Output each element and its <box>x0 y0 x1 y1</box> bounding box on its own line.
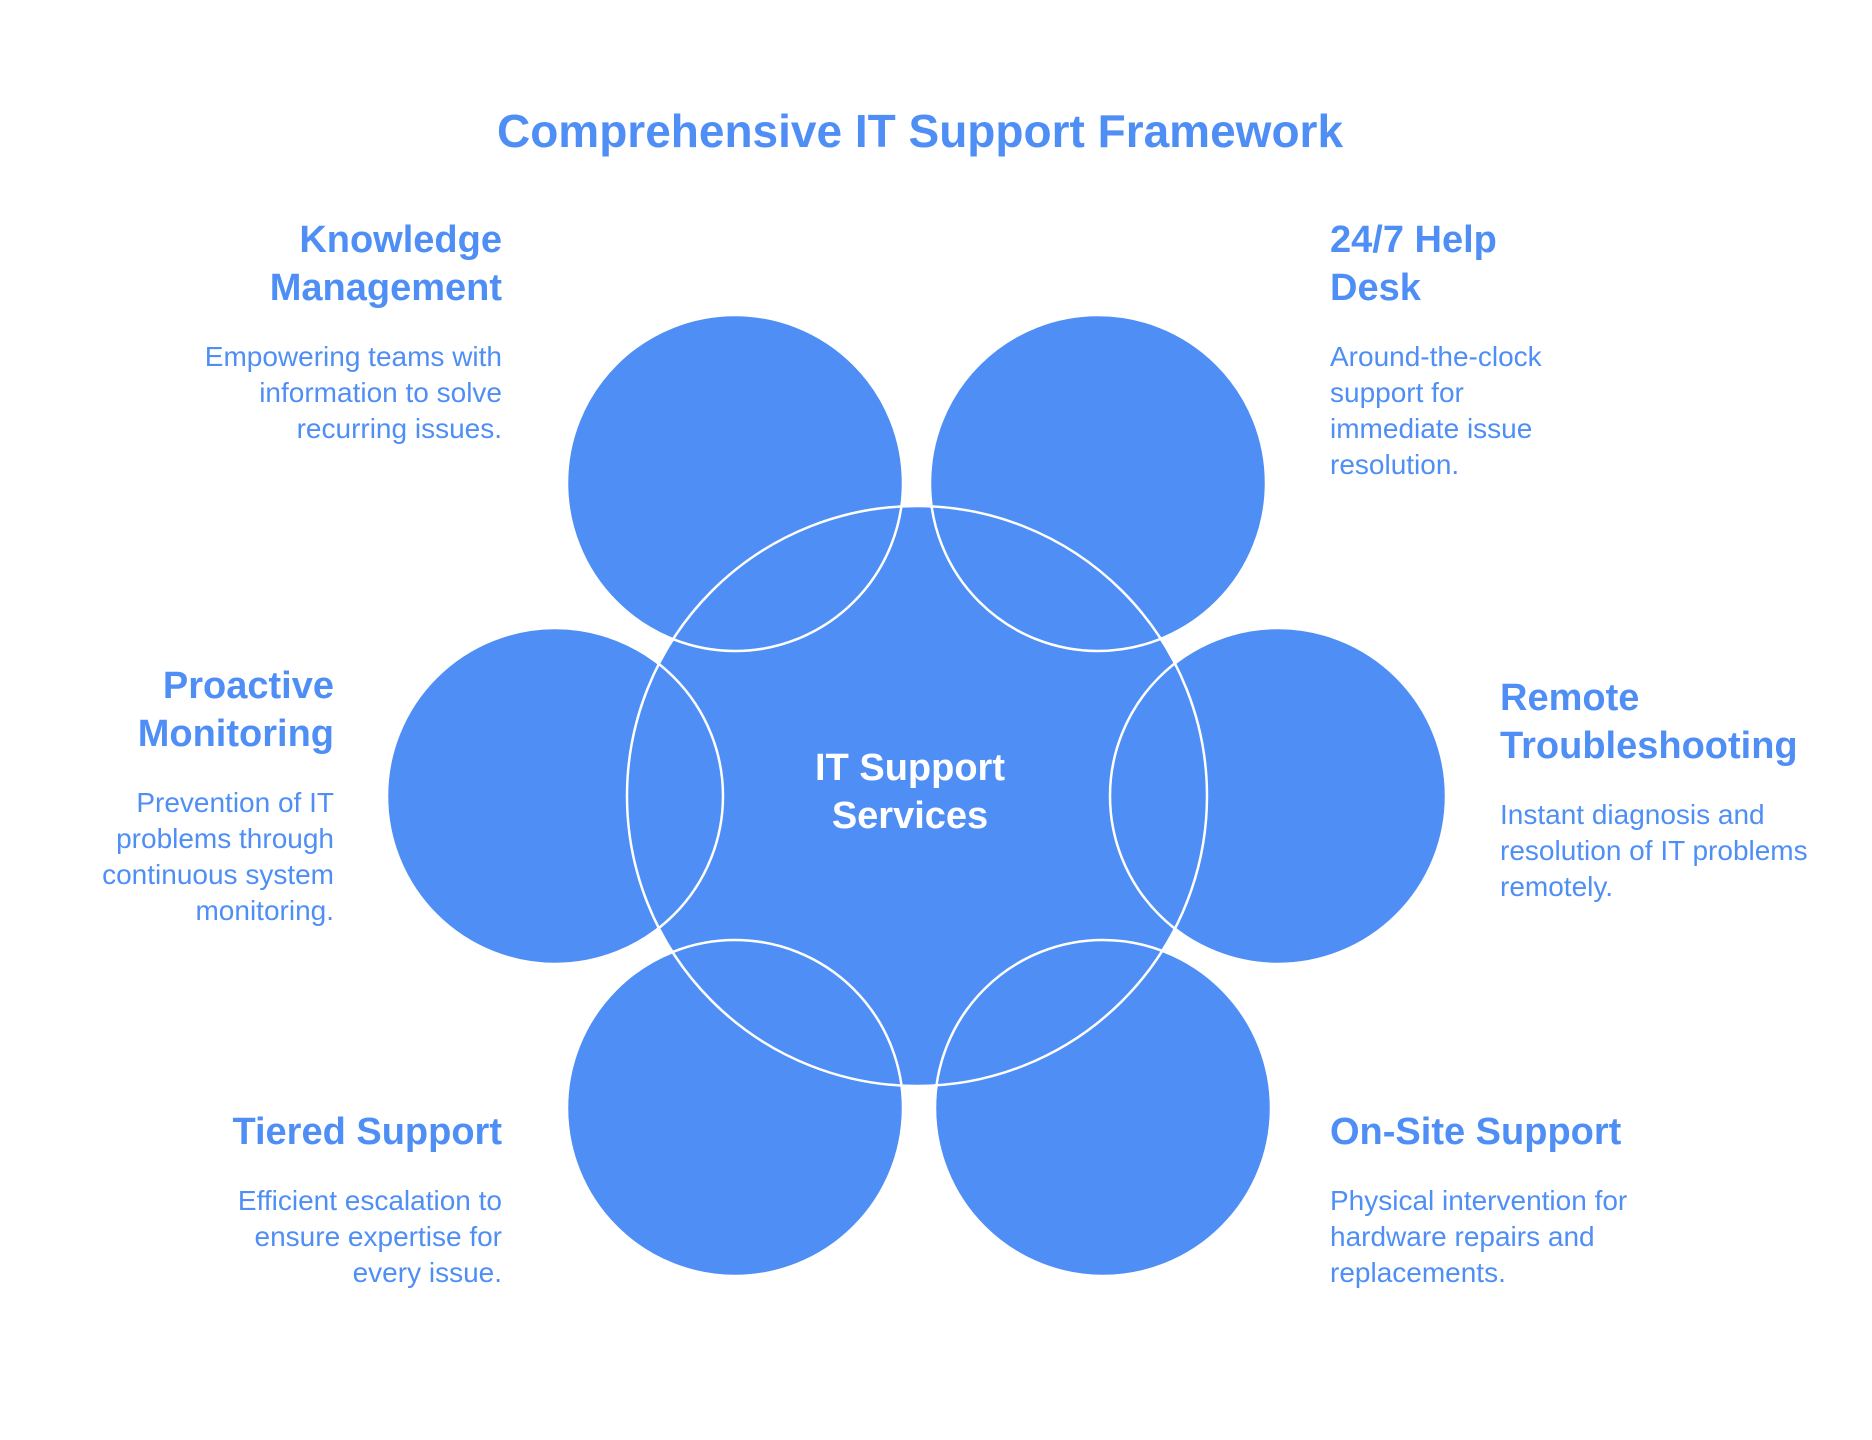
node-description: Efficient escalation to ensure expertise… <box>237 1185 502 1288</box>
node-description: Around-the-clock support for immediate i… <box>1330 341 1542 480</box>
outline-help-desk <box>928 313 1268 653</box>
node-description: Instant diagnosis and resolution of IT p… <box>1500 799 1808 902</box>
outline-knowledge-management <box>565 313 905 653</box>
node-remote-troubleshooting: Remote Troubleshooting Instant diagnosis… <box>1500 674 1820 905</box>
node-proactive-monitoring: Proactive Monitoring Prevention of IT pr… <box>72 662 334 929</box>
node-title: Proactive Monitoring <box>137 665 334 755</box>
center-label: IT Support Services <box>815 747 1005 837</box>
node-description: Physical intervention for hardware repai… <box>1330 1185 1628 1288</box>
node-title: Knowledge Management <box>269 219 502 309</box>
node-tiered-support: Tiered Support Efficient escalation to e… <box>232 1108 502 1291</box>
outline-tiered-support <box>565 938 905 1278</box>
node-title: Tiered Support <box>232 1111 502 1153</box>
node-on-site-support: On-Site Support Physical intervention fo… <box>1330 1108 1630 1291</box>
node-title: On-Site Support <box>1330 1111 1622 1153</box>
node-title: 24/7 Help Desk <box>1330 219 1497 309</box>
outline-on-site-support <box>933 938 1273 1278</box>
node-help-desk: 24/7 Help Desk Around-the-clock support … <box>1330 216 1580 483</box>
node-title: Remote Troubleshooting <box>1500 677 1798 767</box>
page-title: Comprehensive IT Support Framework <box>496 105 1344 157</box>
outline-remote-troubleshooting <box>1108 626 1448 966</box>
node-description: Empowering teams with information to sol… <box>204 341 502 444</box>
node-description: Prevention of IT problems through contin… <box>102 787 334 926</box>
outline-proactive-monitoring <box>385 626 725 966</box>
center-circle <box>625 504 1209 1088</box>
node-knowledge-management: Knowledge Management Empowering teams wi… <box>142 216 502 447</box>
